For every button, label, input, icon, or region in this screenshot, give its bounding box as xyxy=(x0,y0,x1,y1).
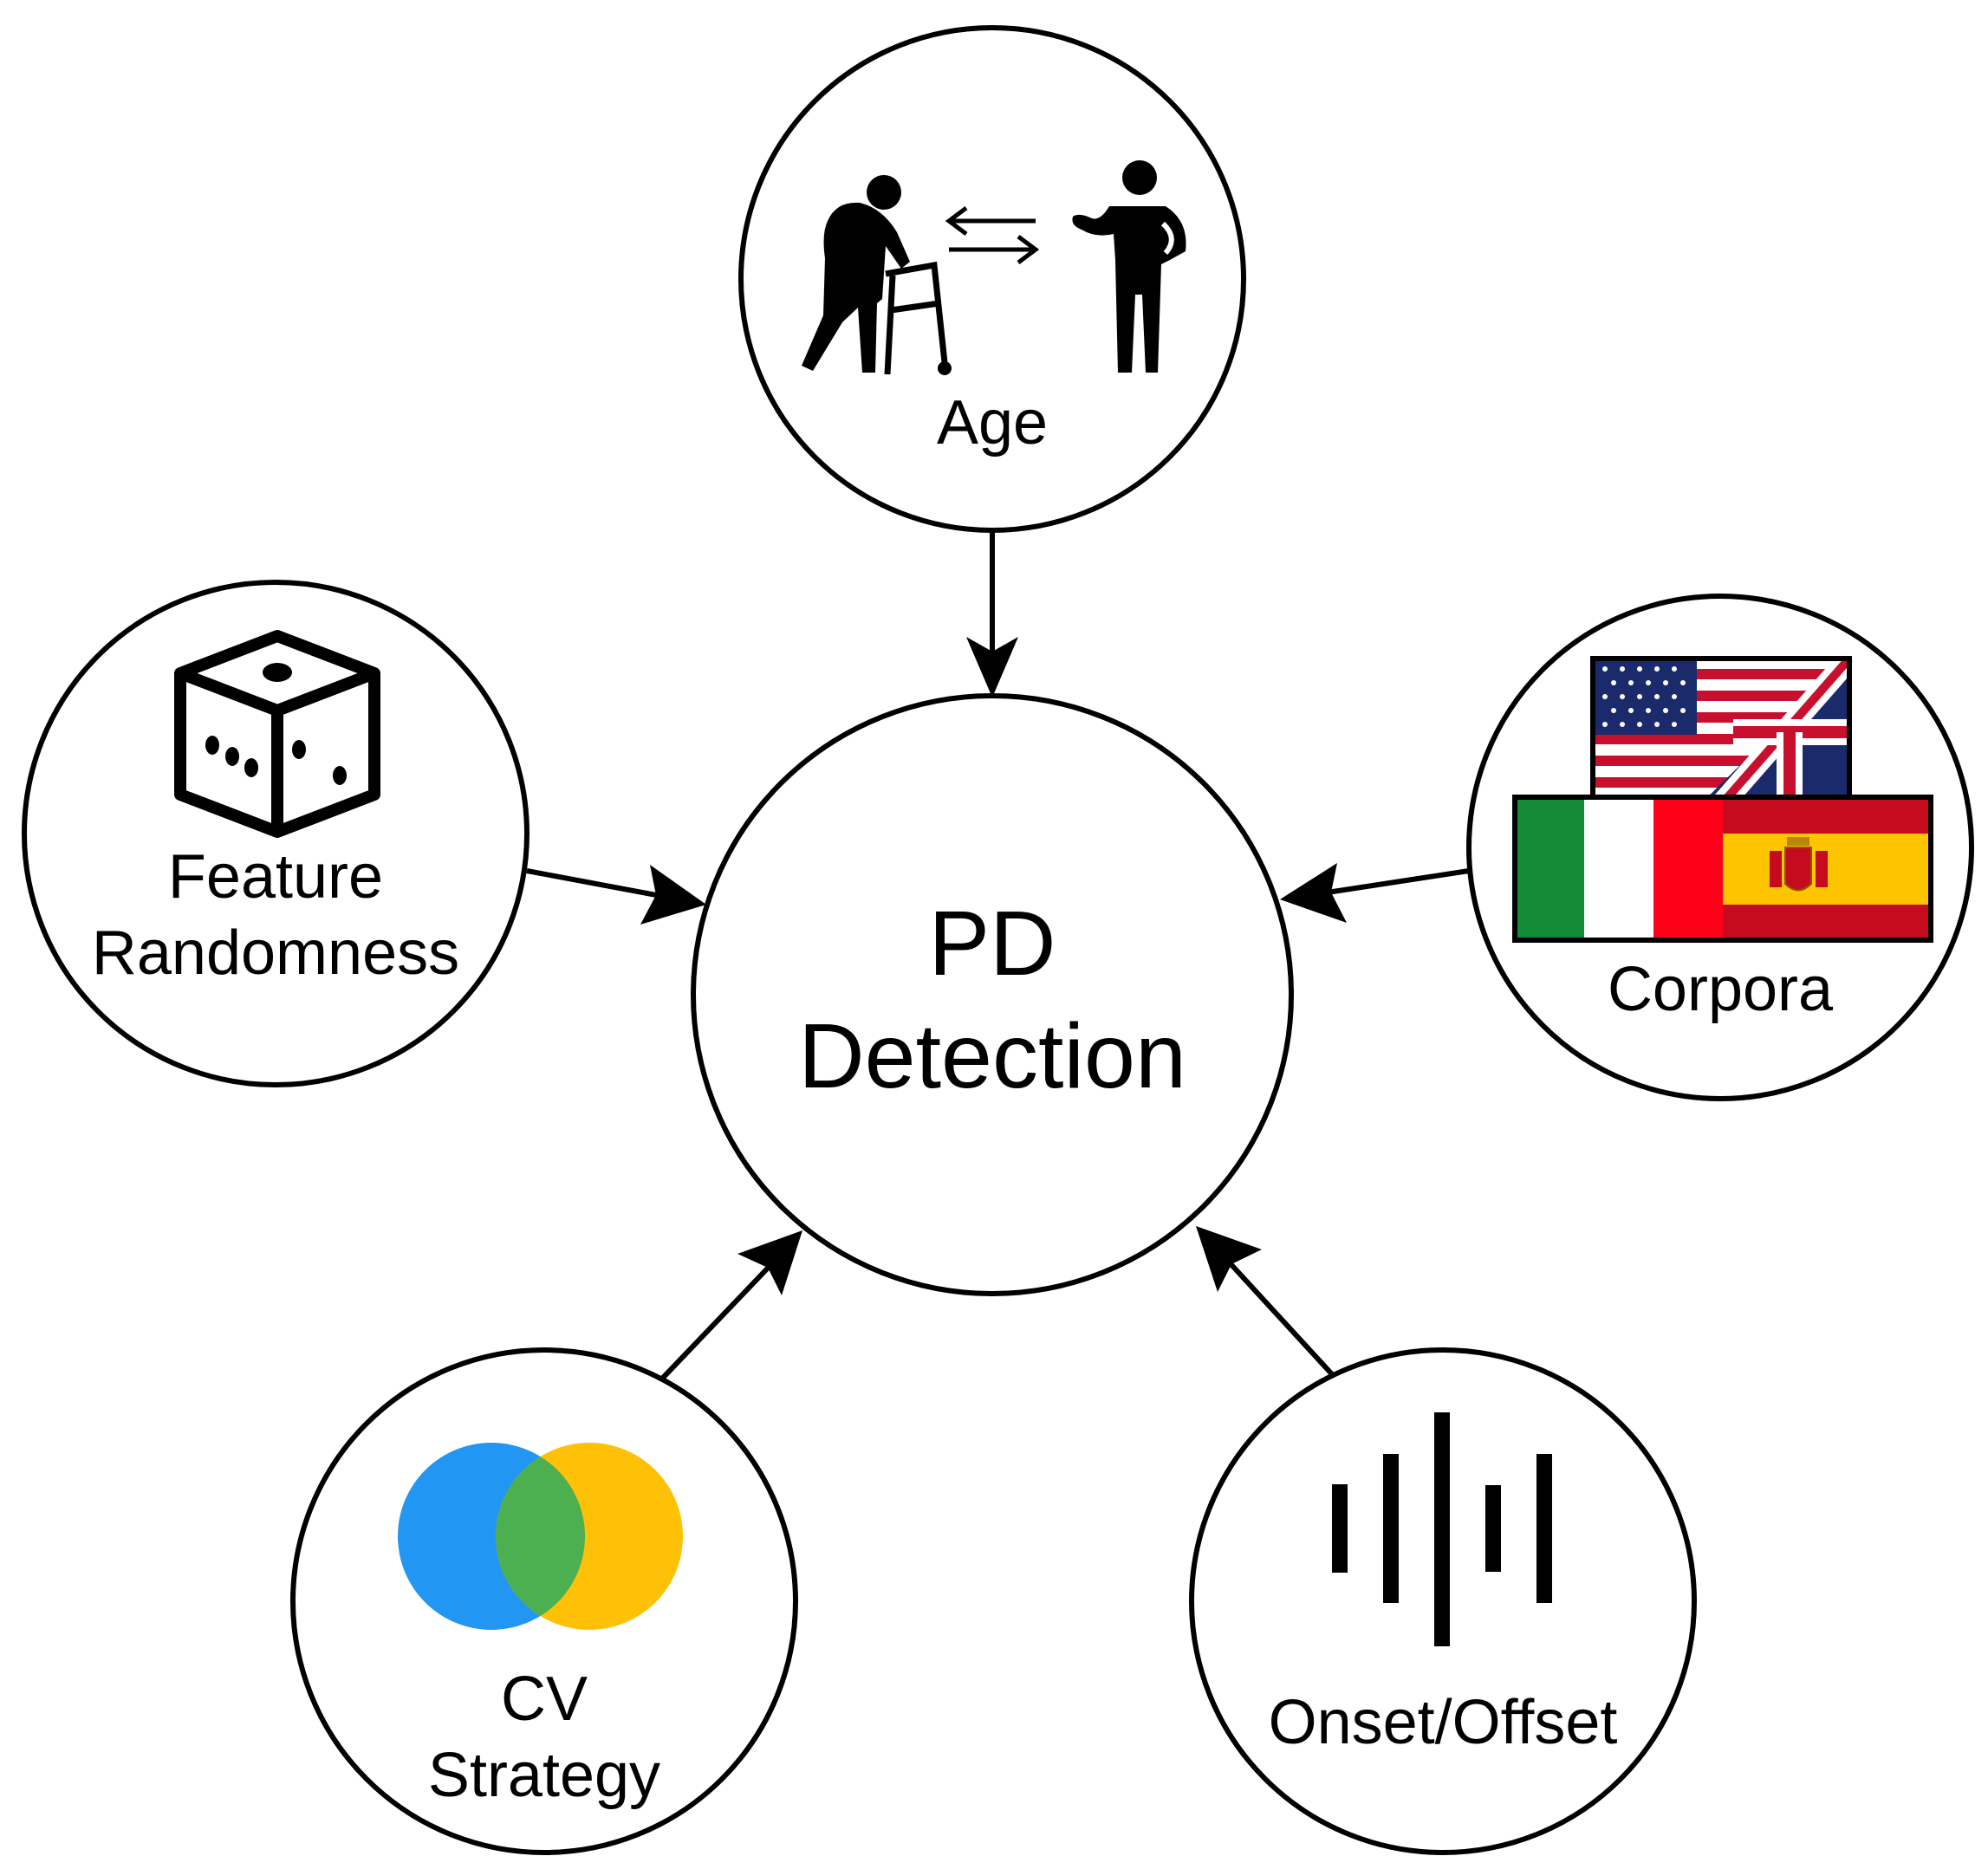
edge-cv-to-center xyxy=(660,1258,777,1380)
arrowhead-corpora xyxy=(1280,863,1347,923)
age-circle xyxy=(738,25,1246,533)
center-label-line2: Detection xyxy=(798,1005,1186,1107)
dice-icon xyxy=(174,630,380,838)
spain-coat-of-arms-icon xyxy=(1770,837,1828,892)
walker-icon xyxy=(884,261,948,375)
person-head-icon xyxy=(1122,160,1157,195)
edge-feature-to-center xyxy=(526,868,666,899)
walker-wheel-icon xyxy=(938,361,952,375)
venn-overlap xyxy=(496,1443,585,1630)
venn-diagram-icon xyxy=(398,1443,683,1630)
arrowhead-age xyxy=(966,637,1018,698)
person-body-icon xyxy=(1072,206,1186,373)
arrowhead-cv xyxy=(737,1230,802,1295)
cv-strategy-node: CV Strategy xyxy=(290,1347,798,1855)
cv-label-line1: CV xyxy=(501,1665,588,1734)
feature-randomness-node: Feature Randomness xyxy=(22,580,529,1087)
edge-onset-to-center xyxy=(1222,1255,1335,1377)
us-uk-flag-icon xyxy=(1590,651,1858,814)
center-node: PD Detection xyxy=(691,693,1294,1296)
cv-label-line2: Strategy xyxy=(428,1741,660,1810)
center-circle xyxy=(691,693,1294,1296)
feature-label-line2: Randomness xyxy=(92,918,459,988)
edge-corpora-to-center xyxy=(1321,868,1470,896)
elderly-head-icon xyxy=(867,175,901,210)
dice-pips-icon xyxy=(205,663,347,785)
feature-label-line1: Feature xyxy=(168,842,383,912)
elderly-body-icon xyxy=(802,202,910,373)
spain-flag-icon xyxy=(1723,797,1931,940)
person-arm-gap-icon xyxy=(1160,221,1174,255)
age-node: Age xyxy=(738,25,1246,533)
arrowhead-feature xyxy=(640,865,706,925)
center-label-line1: PD xyxy=(928,892,1056,995)
exchange-arrow-left-icon xyxy=(945,206,1036,236)
exchange-arrow-right-icon xyxy=(949,235,1040,264)
corpora-label: Corpora xyxy=(1608,955,1834,1024)
arrowhead-onset xyxy=(1196,1226,1262,1292)
onset-label: Onset/Offset xyxy=(1269,1688,1618,1757)
edges xyxy=(526,533,1470,1380)
elderly-with-walker-and-person-icon xyxy=(802,160,1186,375)
onset-offset-node: Onset/Offset xyxy=(1189,1347,1697,1855)
flags-icon xyxy=(1512,651,1933,943)
flags-border xyxy=(1512,795,1933,943)
audio-waveform-icon xyxy=(1332,1412,1552,1646)
corpora-node: Corpora xyxy=(1466,594,1974,1101)
age-label: Age xyxy=(937,388,1048,458)
italy-flag-icon xyxy=(1515,797,1723,940)
